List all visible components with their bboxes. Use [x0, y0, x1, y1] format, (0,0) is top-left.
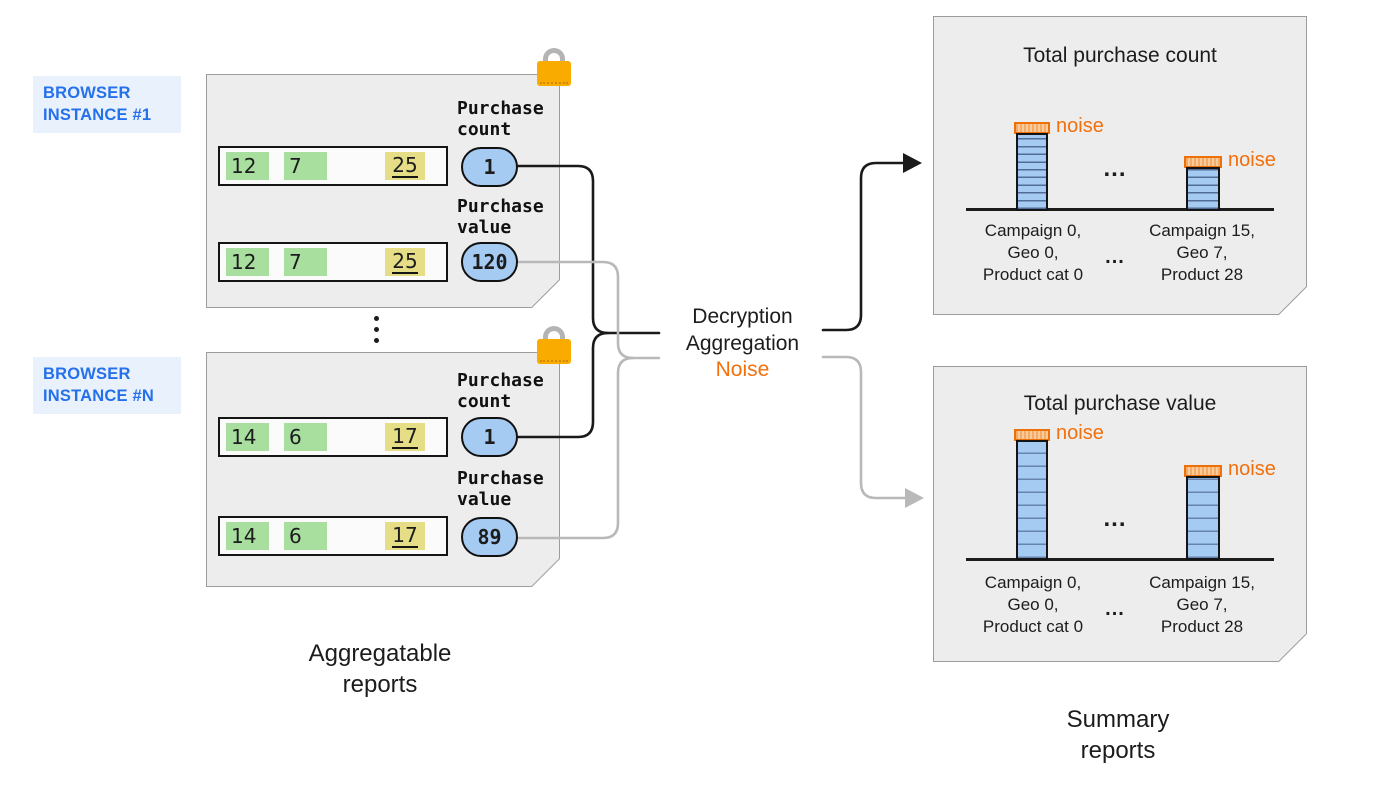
summary-reports-caption: Summary reports [1066, 706, 1170, 764]
noise-cap [1184, 465, 1222, 477]
arrow-icon [905, 488, 924, 508]
contribution-row: 14 6 17 [218, 417, 448, 457]
bucket-cell: 12 [226, 248, 269, 276]
lock-shackle [543, 48, 565, 66]
noise-annotation: noise [1228, 149, 1276, 171]
chart-title: Total purchase count [1023, 44, 1217, 67]
noise-cap [1184, 156, 1222, 168]
x-axis [966, 208, 1274, 211]
chart-title: Total purchase value [1023, 392, 1217, 415]
bucket-value: 14 [231, 425, 257, 449]
bucket-value: 6 [289, 425, 302, 449]
bucket-cell: 7 [284, 152, 327, 180]
purchase-count-pill: 1 [461, 147, 518, 187]
bucket-value: 12 [231, 154, 257, 178]
noise-annotation: noise [1056, 422, 1104, 444]
bucket-value: 6 [289, 524, 302, 548]
count-bar-1 [1016, 133, 1048, 211]
ellipsis-between-labels: ... [1105, 598, 1125, 620]
noise-annotation: noise [1228, 458, 1276, 480]
noise-annotation: noise [1056, 115, 1104, 137]
bucket-value: 25 [392, 249, 418, 274]
ellipsis-between-bars: ... [1103, 505, 1127, 532]
contribution-row: 12 7 25 [218, 242, 448, 282]
summary-chart-panel-count [933, 16, 1307, 315]
bucket-value: 17 [392, 523, 418, 548]
browser-instance-n-label: BROWSER INSTANCE #N [33, 357, 181, 414]
browser-instance-1-label: BROWSER INSTANCE #1 [33, 76, 181, 133]
x-tick-label: Campaign 15, Geo 7, Product 28 [1149, 221, 1255, 284]
noise-cap [1014, 429, 1050, 441]
purchase-value-pill: 89 [461, 517, 518, 557]
summary-chart-panel-value [933, 366, 1307, 662]
bucket-value: 17 [392, 424, 418, 449]
bucket-cell: 7 [284, 248, 327, 276]
aggregatable-reports-caption: Aggregatable reports [308, 640, 452, 698]
pipeline-step-noise: Noise [715, 358, 770, 381]
bucket-cell-highlight: 17 [385, 423, 425, 451]
x-axis [966, 558, 1274, 561]
x-tick-label: Campaign 15, Geo 7, Product 28 [1149, 573, 1255, 636]
lock-icon [537, 48, 571, 86]
bucket-value: 7 [289, 154, 302, 178]
bucket-cell: 6 [284, 522, 327, 550]
bucket-cell: 14 [226, 522, 269, 550]
ellipsis-between-bars: ... [1103, 155, 1127, 182]
lock-body [537, 339, 571, 364]
value-bar-2 [1186, 476, 1220, 560]
bucket-value: 12 [231, 250, 257, 274]
purchase-value-pill: 120 [461, 242, 518, 282]
count-bar-2 [1186, 167, 1220, 211]
pipeline-step-aggregation: Aggregation [685, 331, 800, 355]
bucket-cell-highlight: 17 [385, 522, 425, 550]
purchase-value-label: Purchase value [457, 196, 544, 238]
x-tick-label: Campaign 0, Geo 0, Product cat 0 [982, 221, 1084, 284]
bucket-cell: 12 [226, 152, 269, 180]
purchase-value-label: Purchase value [457, 468, 544, 510]
bucket-cell-highlight: 25 [385, 248, 425, 276]
value-bar-1 [1016, 440, 1048, 560]
bucket-cell-highlight: 25 [385, 152, 425, 180]
pipeline-steps: Decryption Aggregation Noise [660, 304, 825, 384]
ellipsis-between-labels: ... [1105, 246, 1125, 268]
purchase-count-label: Purchase count [457, 370, 544, 412]
contribution-row: 12 7 25 [218, 146, 448, 186]
contribution-row: 14 6 17 [218, 516, 448, 556]
lock-body [537, 61, 571, 86]
pipeline-step-decryption: Decryption [692, 305, 793, 328]
x-tick-label: Campaign 0, Geo 0, Product cat 0 [982, 573, 1084, 636]
bucket-value: 14 [231, 524, 257, 548]
purchase-count-label: Purchase count [457, 98, 544, 140]
bucket-value: 25 [392, 153, 418, 178]
lock-icon [537, 326, 571, 364]
bucket-value: 7 [289, 250, 302, 274]
bucket-cell: 14 [226, 423, 269, 451]
vertical-ellipsis-icon [374, 316, 379, 343]
bucket-cell: 6 [284, 423, 327, 451]
arrow-icon [903, 153, 922, 173]
purchase-count-pill: 1 [461, 417, 518, 457]
